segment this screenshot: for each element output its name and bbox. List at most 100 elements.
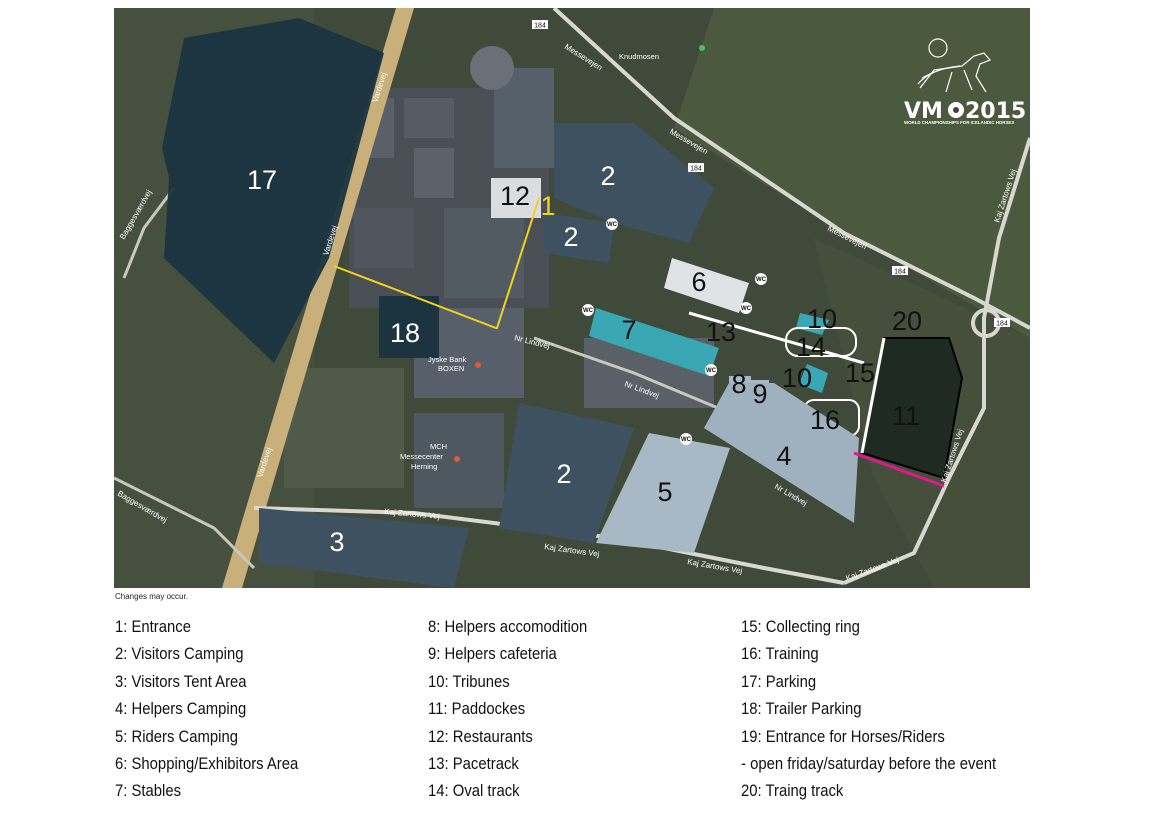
legend-item: 15: Collecting ring — [741, 618, 860, 636]
zone-10-north-label: 10 — [807, 304, 837, 334]
parking-lot — [284, 368, 404, 488]
wc-label: WC — [756, 277, 767, 283]
place-label-knudmosen: Knudmosen — [619, 52, 659, 61]
zone-18-trailer-parking[interactable] — [379, 296, 439, 358]
zone-15-label: 15 — [845, 358, 875, 388]
road-kaj-zartows-vej-east — [843, 137, 1030, 585]
zone-13-pacetrack-line — [688, 311, 865, 365]
zone-20-label: 20 — [892, 306, 922, 336]
legend-item: 12: Restaurants — [428, 727, 533, 746]
route-184-label: 184 — [690, 166, 702, 173]
zone-2-north-small-label: 2 — [563, 222, 578, 252]
zone-4-helpers-camping[interactable] — [704, 383, 859, 523]
zone-8-label: 8 — [731, 369, 746, 399]
road-baggesvaerdvej-north — [122, 187, 176, 279]
legend-item: 8: Helpers accomodition — [428, 618, 588, 636]
legend-item: 3: Visitors Tent Area — [115, 672, 247, 691]
wc-icon — [582, 304, 594, 316]
road-vardevej — [222, 8, 414, 588]
wc-markers: WC WC WC WC WC WC — [582, 218, 767, 445]
legend-item: 19: Entrance for Horses/Riders — [741, 727, 945, 746]
wc-label: WC — [607, 222, 618, 228]
wc-label: WC — [583, 308, 594, 314]
wc-icon — [705, 364, 717, 376]
building — [404, 98, 454, 138]
zone-17-label: 17 — [247, 165, 277, 195]
legend-item: 11: Paddockes — [428, 700, 526, 719]
zone-10-south-label: 10 — [782, 363, 812, 393]
arena-building — [470, 46, 514, 90]
zone-12-label: 12 — [500, 181, 530, 211]
route-184-label: 184 — [534, 23, 546, 30]
legend-item: 1: Entrance — [115, 618, 191, 636]
building — [354, 208, 414, 268]
route-184-label: 184 — [894, 269, 906, 276]
place-label-boxen: BOXEN — [438, 364, 464, 373]
zone-16-label: 16 — [810, 405, 840, 435]
legend-item: 4: Helpers Camping — [115, 700, 247, 719]
legend-column-1: 1: Entrance 2: Visitors Camping 3: Visit… — [115, 618, 298, 810]
legend-item: 20: Traing track — [741, 782, 844, 801]
zone-4-label: 4 — [776, 441, 791, 471]
legend-item: 9: Helpers cafeteria — [428, 645, 557, 664]
globe-icon — [948, 102, 964, 118]
legend-column-3: 15: Collecting ring 16: Training 17: Par… — [741, 618, 996, 810]
poi-icon — [454, 456, 460, 462]
wc-label: WC — [741, 306, 752, 312]
route-shield-184 — [532, 20, 548, 29]
wc-label: WC — [681, 437, 692, 443]
zone-3-label: 3 — [329, 527, 344, 557]
legend-item: 10: Tribunes — [428, 672, 510, 691]
legend-item: - open friday/saturday before the event — [741, 754, 997, 773]
horse-entrance-line — [853, 451, 945, 488]
zone-20-training-track-line — [860, 337, 886, 454]
place-label-jyske-bank: Jyske Bank — [428, 355, 467, 364]
site-map: WC WC WC WC WC WC 17 12 1 2 2 2 6 7 13 1… — [114, 8, 1030, 588]
legend-item: 18: Trailer Parking — [741, 700, 862, 719]
zone-2-north[interactable] — [554, 123, 714, 243]
poi-icon — [475, 362, 481, 368]
vm2015-logo: VM 2015 WORLD CHAMPIONSHIPS FOR ICELANDI… — [904, 38, 1026, 125]
wc-icon — [755, 273, 767, 285]
legend-item: 7: Stables — [115, 782, 182, 801]
wc-icon — [680, 433, 692, 445]
zone-12-restaurants[interactable] — [491, 178, 541, 218]
zone-10-tribune-south[interactable] — [799, 364, 828, 393]
route-shield-184 — [688, 163, 704, 172]
wc-icon — [740, 302, 752, 314]
zone-5-riders-camping[interactable] — [596, 433, 730, 553]
wc-label: WC — [706, 368, 717, 374]
legend-item: 16: Training — [741, 645, 819, 664]
zone-5-label: 5 — [657, 477, 672, 507]
zone-10-tribune-north[interactable] — [796, 313, 829, 335]
zone-7-label: 7 — [621, 315, 636, 345]
legend-item: 14: Oval track — [428, 782, 520, 801]
zone-2-north-small[interactable] — [544, 213, 614, 263]
legend-item: 5: Riders Camping — [115, 727, 238, 746]
place-label-messecenter: Messecenter — [400, 452, 443, 461]
zone-13-label: 13 — [706, 317, 736, 347]
zone-2-south[interactable] — [499, 403, 634, 543]
changes-note: Changes may occur. — [115, 592, 188, 601]
zone-18-label: 18 — [390, 318, 420, 348]
place-label-herning: Herning — [411, 462, 437, 471]
road-baggesvaerdvej-south — [114, 476, 256, 570]
zone-9-label: 9 — [752, 379, 767, 409]
legend-item: 13: Pacetrack — [428, 754, 519, 773]
site-map-svg: WC WC WC WC WC WC 17 12 1 2 2 2 6 7 13 1… — [114, 8, 1030, 588]
legend-item: 6: Shopping/Exhibitors Area — [115, 754, 299, 773]
zone-11-label: 11 — [892, 401, 920, 431]
wc-icon — [606, 218, 618, 230]
route-184-label: 184 — [996, 321, 1008, 328]
terrain-fields-ne — [674, 8, 1030, 338]
route-shield-184 — [994, 318, 1010, 327]
road-messevejen — [552, 8, 1030, 330]
zone-7-stables[interactable] — [589, 308, 719, 376]
legend-item: 2: Visitors Camping — [115, 645, 244, 664]
zone-3-visitors-tent-area[interactable] — [259, 508, 469, 588]
zone-6-shopping[interactable] — [664, 258, 749, 313]
place-label-mch: MCH — [430, 442, 447, 451]
zone-17-parking[interactable] — [162, 18, 384, 363]
logo-vm: VM — [904, 99, 943, 124]
zone-2-south-label: 2 — [556, 459, 571, 489]
